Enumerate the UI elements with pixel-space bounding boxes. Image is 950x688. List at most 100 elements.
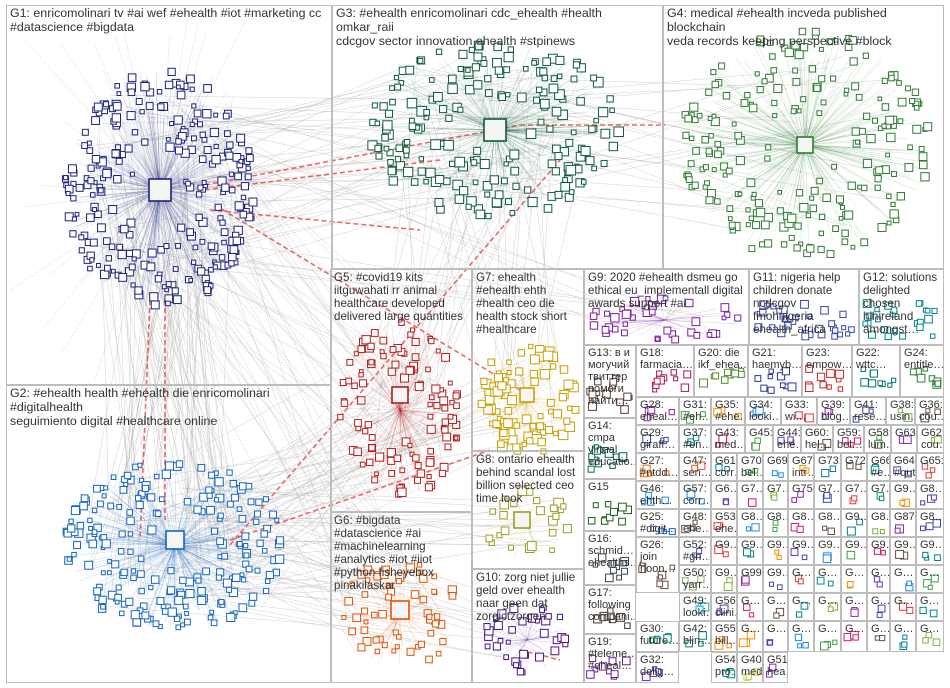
node bbox=[175, 242, 181, 249]
group-box-g48: G48: ehe… bbox=[679, 509, 711, 537]
edge bbox=[92, 530, 176, 546]
edge bbox=[159, 189, 224, 302]
edge bbox=[152, 115, 161, 191]
edge bbox=[94, 189, 161, 379]
group-box-g19: G19: #teleme… #eheal… bbox=[584, 634, 636, 683]
node bbox=[146, 262, 156, 272]
edge bbox=[174, 454, 440, 612]
edge bbox=[158, 189, 161, 275]
edge bbox=[147, 176, 232, 501]
node bbox=[78, 234, 85, 241]
node bbox=[189, 86, 195, 92]
group-label-g69: G69: bbox=[767, 455, 788, 467]
group-label-g5: G5: #covid19 kits iitguwahati rr animal … bbox=[334, 271, 463, 324]
node bbox=[90, 192, 96, 198]
node bbox=[195, 191, 203, 198]
node bbox=[118, 610, 125, 617]
edge bbox=[107, 155, 154, 546]
node bbox=[211, 155, 221, 165]
group-box-g29: G29: giraff… delig… bbox=[636, 425, 679, 453]
edge bbox=[87, 181, 478, 257]
group-label-g73: G73: bbox=[818, 455, 841, 467]
edge bbox=[97, 383, 489, 597]
group-label-g31: G31: #eh… #he… bbox=[683, 399, 711, 424]
group-box-g15: G15 bbox=[584, 479, 636, 531]
group-box-g28: G28: eheal… #rese… bbox=[636, 397, 679, 425]
edge bbox=[159, 189, 177, 268]
node bbox=[221, 239, 227, 246]
node bbox=[126, 249, 134, 257]
group-box-g96: G9… bbox=[890, 537, 916, 565]
group-label-g14: G14: cmpa virtual educatio… bbox=[588, 420, 636, 469]
group-label-g20: G20: die ikf_ehea… bbox=[698, 347, 748, 372]
node bbox=[102, 168, 112, 179]
group-box-g77: G7… bbox=[841, 481, 867, 509]
edge bbox=[509, 79, 894, 99]
group-label-g78: G7… bbox=[871, 483, 889, 495]
node bbox=[198, 217, 208, 227]
group-label-g60: G60: hel… bbox=[805, 427, 831, 452]
edge bbox=[159, 189, 166, 286]
group-label-g47: G47: sen… bbox=[683, 455, 711, 480]
group-label-g49: G49: looki… bbox=[683, 595, 710, 620]
group-box-g103: G… bbox=[841, 565, 867, 593]
group-label-g19: G19: #teleme… #eheal… bbox=[588, 636, 636, 673]
group-label-g22: G22: wttc… bbox=[856, 347, 887, 372]
node bbox=[176, 90, 186, 100]
group-label-g35: G35: #ehe… bbox=[715, 399, 744, 424]
node bbox=[157, 246, 165, 254]
edge bbox=[109, 266, 140, 607]
edge bbox=[138, 499, 555, 576]
edge bbox=[116, 189, 161, 288]
group-label-g110: G… bbox=[818, 595, 838, 607]
node bbox=[71, 216, 77, 222]
node bbox=[166, 136, 171, 142]
group-label-g121: G… bbox=[894, 623, 914, 635]
group-box-g17: G17: following compani… bbox=[584, 585, 636, 634]
edge bbox=[405, 171, 471, 420]
edge bbox=[159, 189, 218, 266]
node bbox=[157, 103, 165, 111]
edge bbox=[159, 175, 243, 191]
group-label-g48: G48: ehe… bbox=[683, 511, 711, 536]
group-box-g69: G69: bbox=[763, 453, 788, 481]
red-edge bbox=[229, 159, 561, 546]
node bbox=[131, 129, 139, 136]
group-box-g63: G63: bbox=[891, 425, 917, 453]
group-box-g33: G33: wi… bbox=[781, 397, 817, 425]
group-label-g106: G… bbox=[920, 567, 940, 579]
group-box-g12: G12: solutions delighted chosen hihirela… bbox=[859, 269, 944, 345]
edge bbox=[159, 82, 172, 191]
edge bbox=[159, 189, 169, 273]
edge bbox=[241, 434, 530, 577]
group-box-g47: G47: sen… bbox=[679, 453, 711, 481]
node bbox=[156, 89, 163, 95]
group-label-g11: G11: nigeria help children donate ncdcgo… bbox=[753, 271, 841, 337]
edge bbox=[127, 80, 405, 145]
edge bbox=[90, 171, 158, 605]
edge bbox=[174, 544, 209, 592]
edge bbox=[182, 488, 496, 501]
edge bbox=[174, 382, 352, 575]
edge bbox=[231, 525, 494, 527]
node bbox=[103, 264, 111, 272]
edge bbox=[85, 506, 176, 546]
edge bbox=[140, 544, 176, 591]
edge bbox=[159, 189, 256, 288]
edge bbox=[174, 508, 270, 546]
edge bbox=[177, 171, 244, 514]
group-box-g10: G10: zorg niet jullie geld over ehealth … bbox=[472, 569, 584, 683]
edge bbox=[159, 189, 283, 318]
edge bbox=[76, 189, 161, 244]
group-box-g83: G8… bbox=[788, 509, 814, 537]
edge bbox=[156, 136, 375, 591]
edge bbox=[106, 249, 361, 434]
edge bbox=[92, 544, 176, 586]
group-box-g16: G16: schmid… ehealths… bbox=[584, 531, 636, 585]
edge bbox=[157, 544, 176, 575]
node bbox=[234, 201, 244, 211]
group-box-g84: G8… bbox=[814, 509, 841, 537]
edge bbox=[158, 150, 490, 181]
node bbox=[161, 469, 171, 479]
group-box-g45: G45: bbox=[745, 425, 773, 453]
